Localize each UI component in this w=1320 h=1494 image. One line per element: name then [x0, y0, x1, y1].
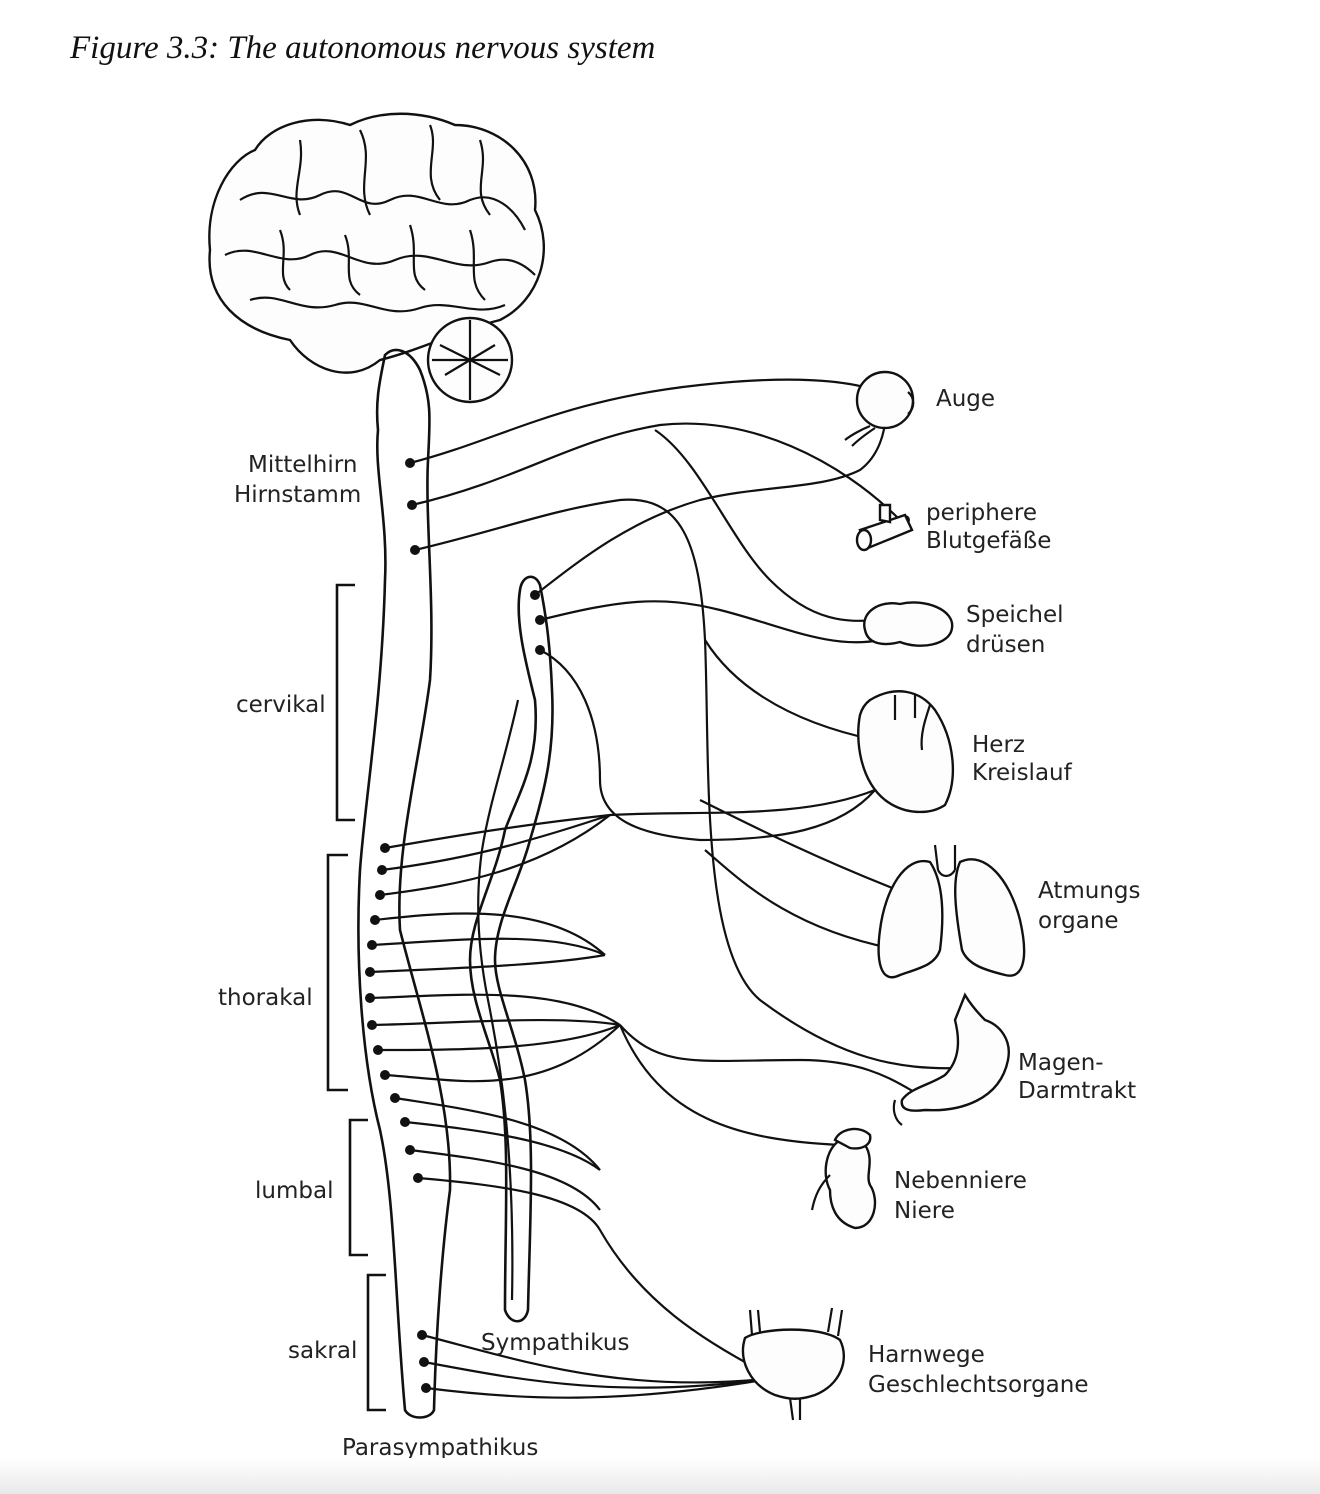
salivary-gland-illustration	[863, 601, 954, 647]
lungs-label-line1: Atmungs	[1038, 878, 1141, 904]
blood-vessels-illustration	[855, 503, 914, 552]
figure-caption: Figure 3.3: The autonomous nervous syste…	[70, 30, 656, 66]
kidney-label-line2: Niere	[894, 1198, 955, 1224]
bladder-illustration	[741, 1307, 845, 1421]
heart-label-line1: Herz	[972, 732, 1025, 758]
brain-illustration	[208, 112, 545, 404]
vessels-label-line2: Blutgefäße	[926, 528, 1051, 554]
salivary-label-line2: drüsen	[966, 632, 1045, 658]
stomach-label-line1: Magen-	[1018, 1050, 1104, 1076]
heart-label-line2: Kreislauf	[972, 760, 1073, 786]
stomach-label-line2: Darmtrakt	[1018, 1078, 1136, 1104]
salivary-label-line1: Speichel	[966, 602, 1064, 628]
stomach-illustration	[892, 992, 1010, 1126]
bladder-label-line2: Geschlechtsorgane	[868, 1372, 1089, 1398]
eye-label: Auge	[936, 386, 995, 412]
vessels-label-line1: periphere	[926, 500, 1037, 526]
lungs-label-line2: organe	[1038, 908, 1119, 934]
eye-illustration	[844, 370, 915, 447]
nerve-fibers	[369, 378, 961, 1399]
lungs-illustration	[877, 844, 1026, 979]
sympathetic-label: Sympathikus	[481, 1330, 629, 1356]
lumbar-label: lumbal	[255, 1178, 333, 1204]
brainstem-label-line1: Mittelhirn	[248, 452, 357, 478]
cervical-label: cervikal	[236, 692, 326, 718]
parasympathetic-label: Parasympathikus	[342, 1435, 538, 1461]
brainstem-label-line2: Hirnstamm	[234, 482, 361, 508]
page-bottom-shadow	[0, 1458, 1320, 1494]
bladder-label-line1: Harnwege	[868, 1342, 985, 1368]
region-brackets	[326, 583, 386, 1412]
sympathetic-chain	[468, 575, 554, 1323]
kidney-label-line1: Nebenniere	[894, 1168, 1027, 1194]
kidney-illustration	[810, 1127, 877, 1230]
heart-illustration	[857, 690, 954, 814]
spinal-cord	[357, 348, 452, 1419]
sacral-label: sakral	[288, 1338, 357, 1364]
thoracic-label: thorakal	[218, 985, 313, 1011]
